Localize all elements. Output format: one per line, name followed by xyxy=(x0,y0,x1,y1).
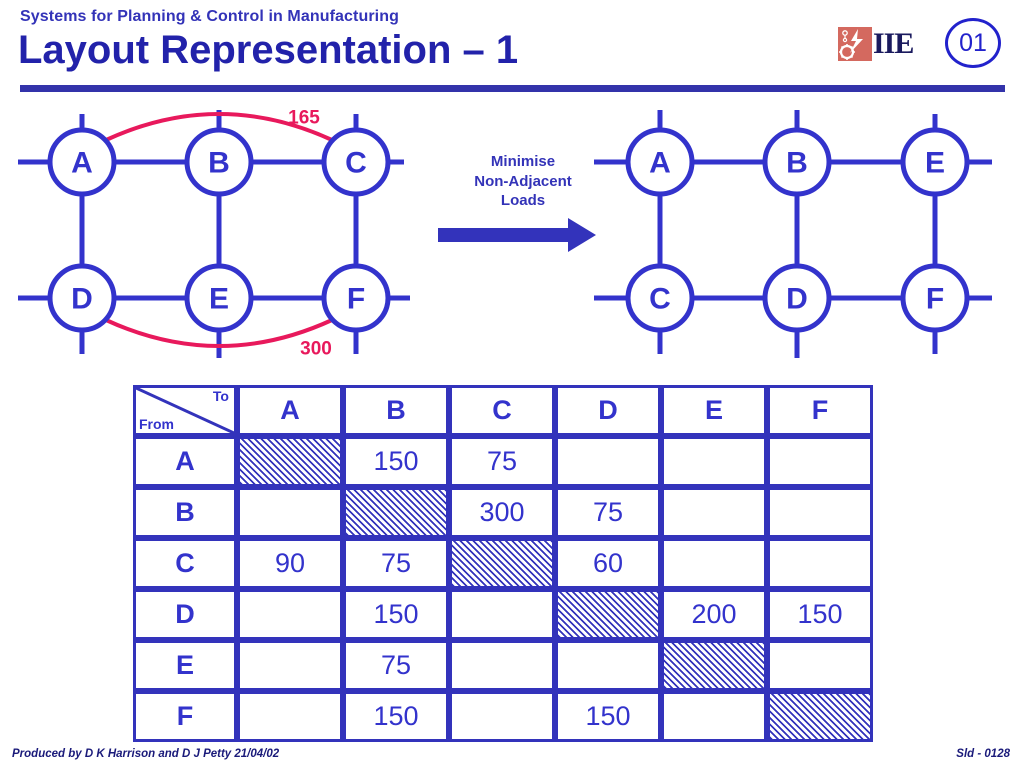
matrix-cell-e-c xyxy=(449,640,555,691)
column-header-d: D xyxy=(555,385,661,436)
caption-line-2: Non-Adjacent xyxy=(474,172,572,190)
row-header-c: C xyxy=(133,538,237,589)
node-label: C xyxy=(345,147,367,180)
title-underline-rule xyxy=(20,85,1005,92)
matrix-cell-d-e: 200 xyxy=(661,589,767,640)
logo-wordmark-text: IIE xyxy=(873,27,914,60)
matrix-cell-a-a xyxy=(237,436,343,487)
matrix-cell-f-c xyxy=(449,691,555,742)
matrix-cell-f-b: 150 xyxy=(343,691,449,742)
flow-load-label: 165 xyxy=(288,108,320,129)
matrix-cell-d-b: 150 xyxy=(343,589,449,640)
row-header-d: D xyxy=(133,589,237,640)
matrix-cell-a-b: 150 xyxy=(343,436,449,487)
matrix-cell-c-c xyxy=(449,538,555,589)
gear-lightning-icon xyxy=(838,27,872,61)
caption-line-3: Loads xyxy=(500,192,546,209)
table-row: B 300 75 xyxy=(133,487,873,538)
transition-caption: Minimise Non-Adjacent Loads xyxy=(438,152,608,211)
matrix-cell-b-f xyxy=(767,487,873,538)
corner-to-label: To xyxy=(212,388,229,404)
matrix-cell-c-a: 90 xyxy=(237,538,343,589)
matrix-cell-c-e xyxy=(661,538,767,589)
iie-logo: IIE xyxy=(838,27,914,61)
matrix-cell-a-c: 75 xyxy=(449,436,555,487)
matrix-cell-b-d: 75 xyxy=(555,487,661,538)
matrix-cell-c-b: 75 xyxy=(343,538,449,589)
from-to-load-matrix: To From A B C D E F A 150 75 B xyxy=(133,385,873,742)
table-row: E 75 xyxy=(133,640,873,691)
corner-from-label: From xyxy=(139,416,174,432)
footer-slide-id: Sld - 0128 xyxy=(956,748,1010,760)
matrix-cell-c-f xyxy=(767,538,873,589)
matrix-cell-e-f xyxy=(767,640,873,691)
node-label: E xyxy=(209,283,229,316)
node-label: C xyxy=(649,283,671,316)
matrix-cell-e-a xyxy=(237,640,343,691)
matrix-cell-c-d: 60 xyxy=(555,538,661,589)
matrix-corner-cell: To From xyxy=(133,385,237,436)
node-label: D xyxy=(786,283,808,316)
improved-layout-diagram: A B E C D F xyxy=(580,96,1024,376)
node-label: F xyxy=(926,283,944,316)
matrix-cell-f-e xyxy=(661,691,767,742)
matrix-cell-a-e xyxy=(661,436,767,487)
footer-credit: Produced by D K Harrison and D J Petty 2… xyxy=(12,748,280,760)
row-header-a: A xyxy=(133,436,237,487)
matrix-cell-e-e xyxy=(661,640,767,691)
table-header-row: To From A B C D E F xyxy=(133,385,873,436)
caption-line-1: Minimise xyxy=(490,153,556,170)
node-label: D xyxy=(71,283,93,316)
matrix-cell-b-c: 300 xyxy=(449,487,555,538)
matrix-cell-d-d xyxy=(555,589,661,640)
node-label: B xyxy=(208,147,230,180)
matrix-cell-f-d: 150 xyxy=(555,691,661,742)
node-label: E xyxy=(925,147,945,180)
matrix-cell-b-e xyxy=(661,487,767,538)
matrix-cell-d-c xyxy=(449,589,555,640)
page-title: Layout Representation – 1 xyxy=(18,28,519,72)
slide-number-badge: 01 xyxy=(945,18,1001,68)
column-header-f: F xyxy=(767,385,873,436)
column-header-b: B xyxy=(343,385,449,436)
table-row: D 150 200 150 xyxy=(133,589,873,640)
table-row: C 90 75 60 xyxy=(133,538,873,589)
matrix-cell-e-b: 75 xyxy=(343,640,449,691)
matrix-cell-f-a xyxy=(237,691,343,742)
matrix-cell-d-f: 150 xyxy=(767,589,873,640)
matrix-cell-b-b xyxy=(343,487,449,538)
right-arrow-icon xyxy=(438,218,596,252)
matrix-cell-a-d xyxy=(555,436,661,487)
row-header-f: F xyxy=(133,691,237,742)
node-label: F xyxy=(347,283,365,316)
row-header-b: B xyxy=(133,487,237,538)
table-row: F 150 150 xyxy=(133,691,873,742)
table-row: A 150 75 xyxy=(133,436,873,487)
initial-layout-diagram: A B C D E F 165 300 xyxy=(0,96,440,376)
matrix-cell-f-f xyxy=(767,691,873,742)
column-header-c: C xyxy=(449,385,555,436)
slide-subtitle: Systems for Planning & Control in Manufa… xyxy=(20,8,399,25)
row-header-e: E xyxy=(133,640,237,691)
diagonal-divider-icon xyxy=(136,388,234,433)
node-label: A xyxy=(71,147,93,180)
matrix-cell-a-f xyxy=(767,436,873,487)
node-label: A xyxy=(649,147,671,180)
matrix-cell-b-a xyxy=(237,487,343,538)
column-header-e: E xyxy=(661,385,767,436)
column-header-a: A xyxy=(237,385,343,436)
matrix-cell-d-a xyxy=(237,589,343,640)
matrix-cell-e-d xyxy=(555,640,661,691)
logo-wordmark: IIE xyxy=(872,27,914,61)
flow-load-label: 300 xyxy=(300,339,332,360)
node-label: B xyxy=(786,147,808,180)
